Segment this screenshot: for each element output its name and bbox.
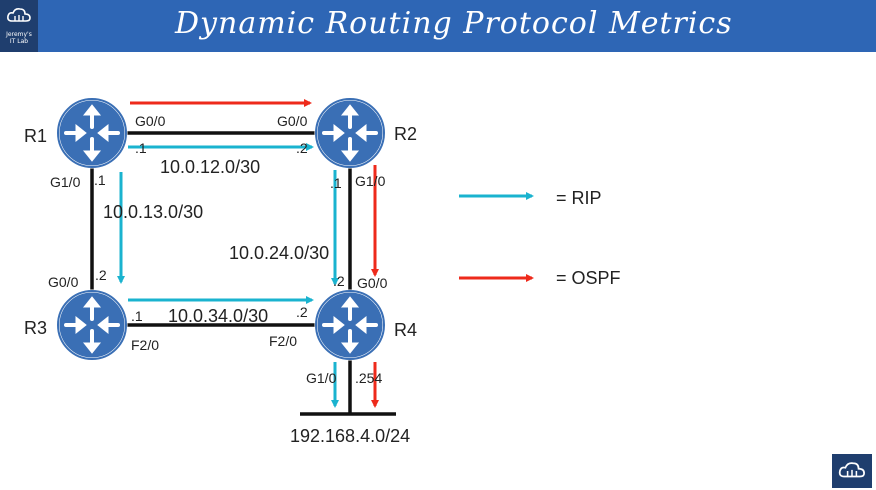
r2-g10-label: G1/0 bbox=[355, 173, 386, 189]
cloud-network-icon bbox=[7, 8, 31, 22]
r4-f20-label: F2/0 bbox=[269, 333, 297, 349]
router-r2-icon bbox=[314, 97, 386, 169]
router-r1-icon bbox=[56, 97, 128, 169]
r1-g10-label: G1/0 bbox=[50, 174, 81, 190]
router-label-r3: R3 bbox=[24, 318, 47, 338]
legend-ospf-label: = OSPF bbox=[556, 268, 621, 288]
router-label-r4: R4 bbox=[394, 320, 417, 340]
subnet-r3-r4: 10.0.34.0/30 bbox=[168, 306, 268, 326]
r2-down-ip: .1 bbox=[330, 175, 342, 191]
r3-right-ip: .1 bbox=[131, 308, 143, 324]
r2-g00-label: G0/0 bbox=[277, 113, 308, 129]
r3-f20-label: F2/0 bbox=[131, 337, 159, 353]
r4-left-ip: .2 bbox=[296, 304, 308, 320]
r2-left-ip: .2 bbox=[296, 140, 308, 156]
logo-text-1: Jeremy's bbox=[6, 31, 32, 38]
cloud-network-icon bbox=[838, 462, 865, 478]
subnet-r1-r2: 10.0.12.0/30 bbox=[160, 157, 260, 177]
r3-up-ip: .2 bbox=[95, 267, 107, 283]
r4-lan-ip: .254 bbox=[355, 370, 382, 386]
subnet-r2-r4: 10.0.24.0/30 bbox=[229, 243, 329, 263]
r4-up-ip: .2 bbox=[333, 273, 345, 289]
router-label-r1: R1 bbox=[24, 126, 47, 146]
router-r4-icon bbox=[314, 289, 386, 361]
legend-rip-label: = RIP bbox=[556, 188, 602, 208]
subnet-lan: 192.168.4.0/24 bbox=[290, 426, 410, 446]
page-title: Dynamic Routing Protocol Metrics bbox=[175, 6, 733, 41]
subnet-r1-r3: 10.0.13.0/30 bbox=[103, 202, 203, 222]
corner-logo bbox=[832, 454, 872, 488]
router-r3-icon bbox=[56, 289, 128, 361]
r4-g00-label: G0/0 bbox=[357, 275, 388, 291]
r1-left-ip: .1 bbox=[94, 172, 106, 188]
r3-g00-label: G0/0 bbox=[48, 274, 79, 290]
logo: Jeremy's IT Lab bbox=[0, 0, 38, 52]
r1-top-ip: .1 bbox=[135, 140, 147, 156]
header-bar: Jeremy's IT Lab Dynamic Routing Protocol… bbox=[0, 0, 876, 52]
router-label-r2: R2 bbox=[394, 124, 417, 144]
logo-text-2: IT Lab bbox=[9, 38, 29, 45]
r1-g00-label: G0/0 bbox=[135, 113, 166, 129]
r4-g10-label: G1/0 bbox=[306, 370, 337, 386]
